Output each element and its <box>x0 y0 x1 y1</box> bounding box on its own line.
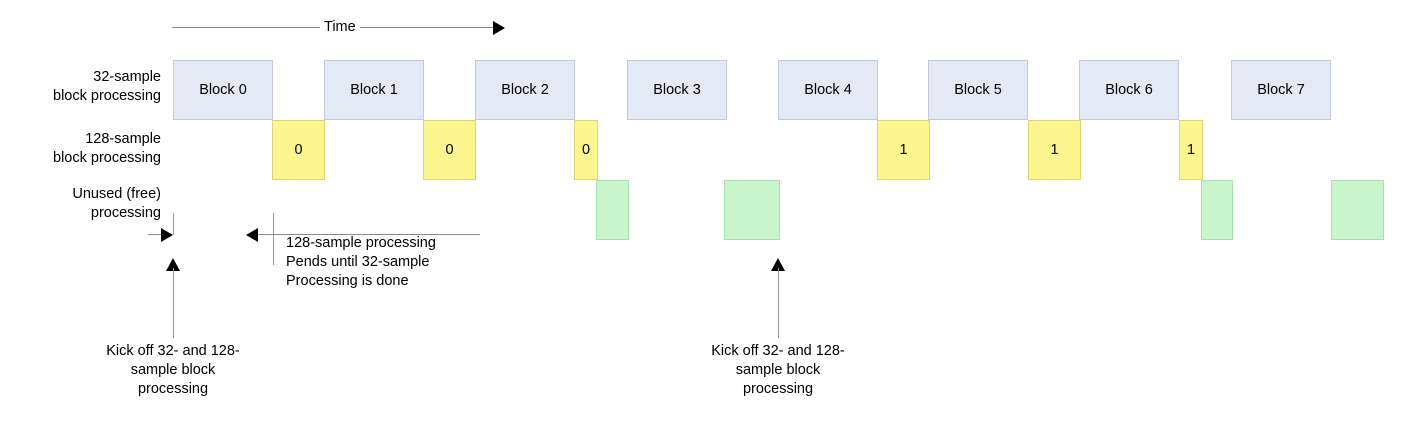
dimension-tick-left <box>173 213 174 235</box>
block-128-sample: 0 <box>423 120 476 180</box>
block-128-sample: 1 <box>1028 120 1081 180</box>
block-32-sample: Block 5 <box>928 60 1028 120</box>
block-32-sample: Block 0 <box>173 60 273 120</box>
kickoff-leader-right <box>778 268 779 338</box>
kickoff-arrow-right-icon <box>771 258 785 271</box>
block-128-sample: 0 <box>574 120 598 180</box>
kickoff-leader-left <box>173 268 174 338</box>
dimension-line-right <box>258 234 480 235</box>
kickoff-arrow-left-icon <box>166 258 180 271</box>
row-label-unused-free: Unused (free) processing <box>72 186 161 221</box>
time-axis-label: Time <box>320 19 360 35</box>
block-unused-free <box>1331 180 1384 240</box>
block-unused-free <box>724 180 780 240</box>
kickoff-annotation-left: Kick off 32- and 128- sample block proce… <box>106 343 240 397</box>
block-32-sample: Block 4 <box>778 60 878 120</box>
block-128-sample: 0 <box>272 120 325 180</box>
kickoff-annotation-right: Kick off 32- and 128- sample block proce… <box>711 343 845 397</box>
dimension-tick-right <box>273 213 274 265</box>
row-label-128-sample: 128-sample block processing <box>53 131 161 166</box>
dimension-line-left <box>148 234 162 235</box>
block-128-sample: 1 <box>877 120 930 180</box>
block-32-sample: Block 3 <box>627 60 727 120</box>
block-32-sample: Block 7 <box>1231 60 1331 120</box>
row-label-32-sample: 32-sample block processing <box>53 69 161 104</box>
block-128-sample: 1 <box>1179 120 1203 180</box>
dimension-arrow-right-icon <box>161 228 173 242</box>
block-32-sample: Block 6 <box>1079 60 1179 120</box>
pend-annotation: 128-sample processing Pends until 32-sam… <box>286 235 436 289</box>
time-arrow-icon <box>493 21 505 35</box>
block-unused-free <box>596 180 629 240</box>
block-unused-free <box>1201 180 1233 240</box>
dimension-arrow-left-icon <box>246 228 258 242</box>
block-32-sample: Block 1 <box>324 60 424 120</box>
block-32-sample: Block 2 <box>475 60 575 120</box>
